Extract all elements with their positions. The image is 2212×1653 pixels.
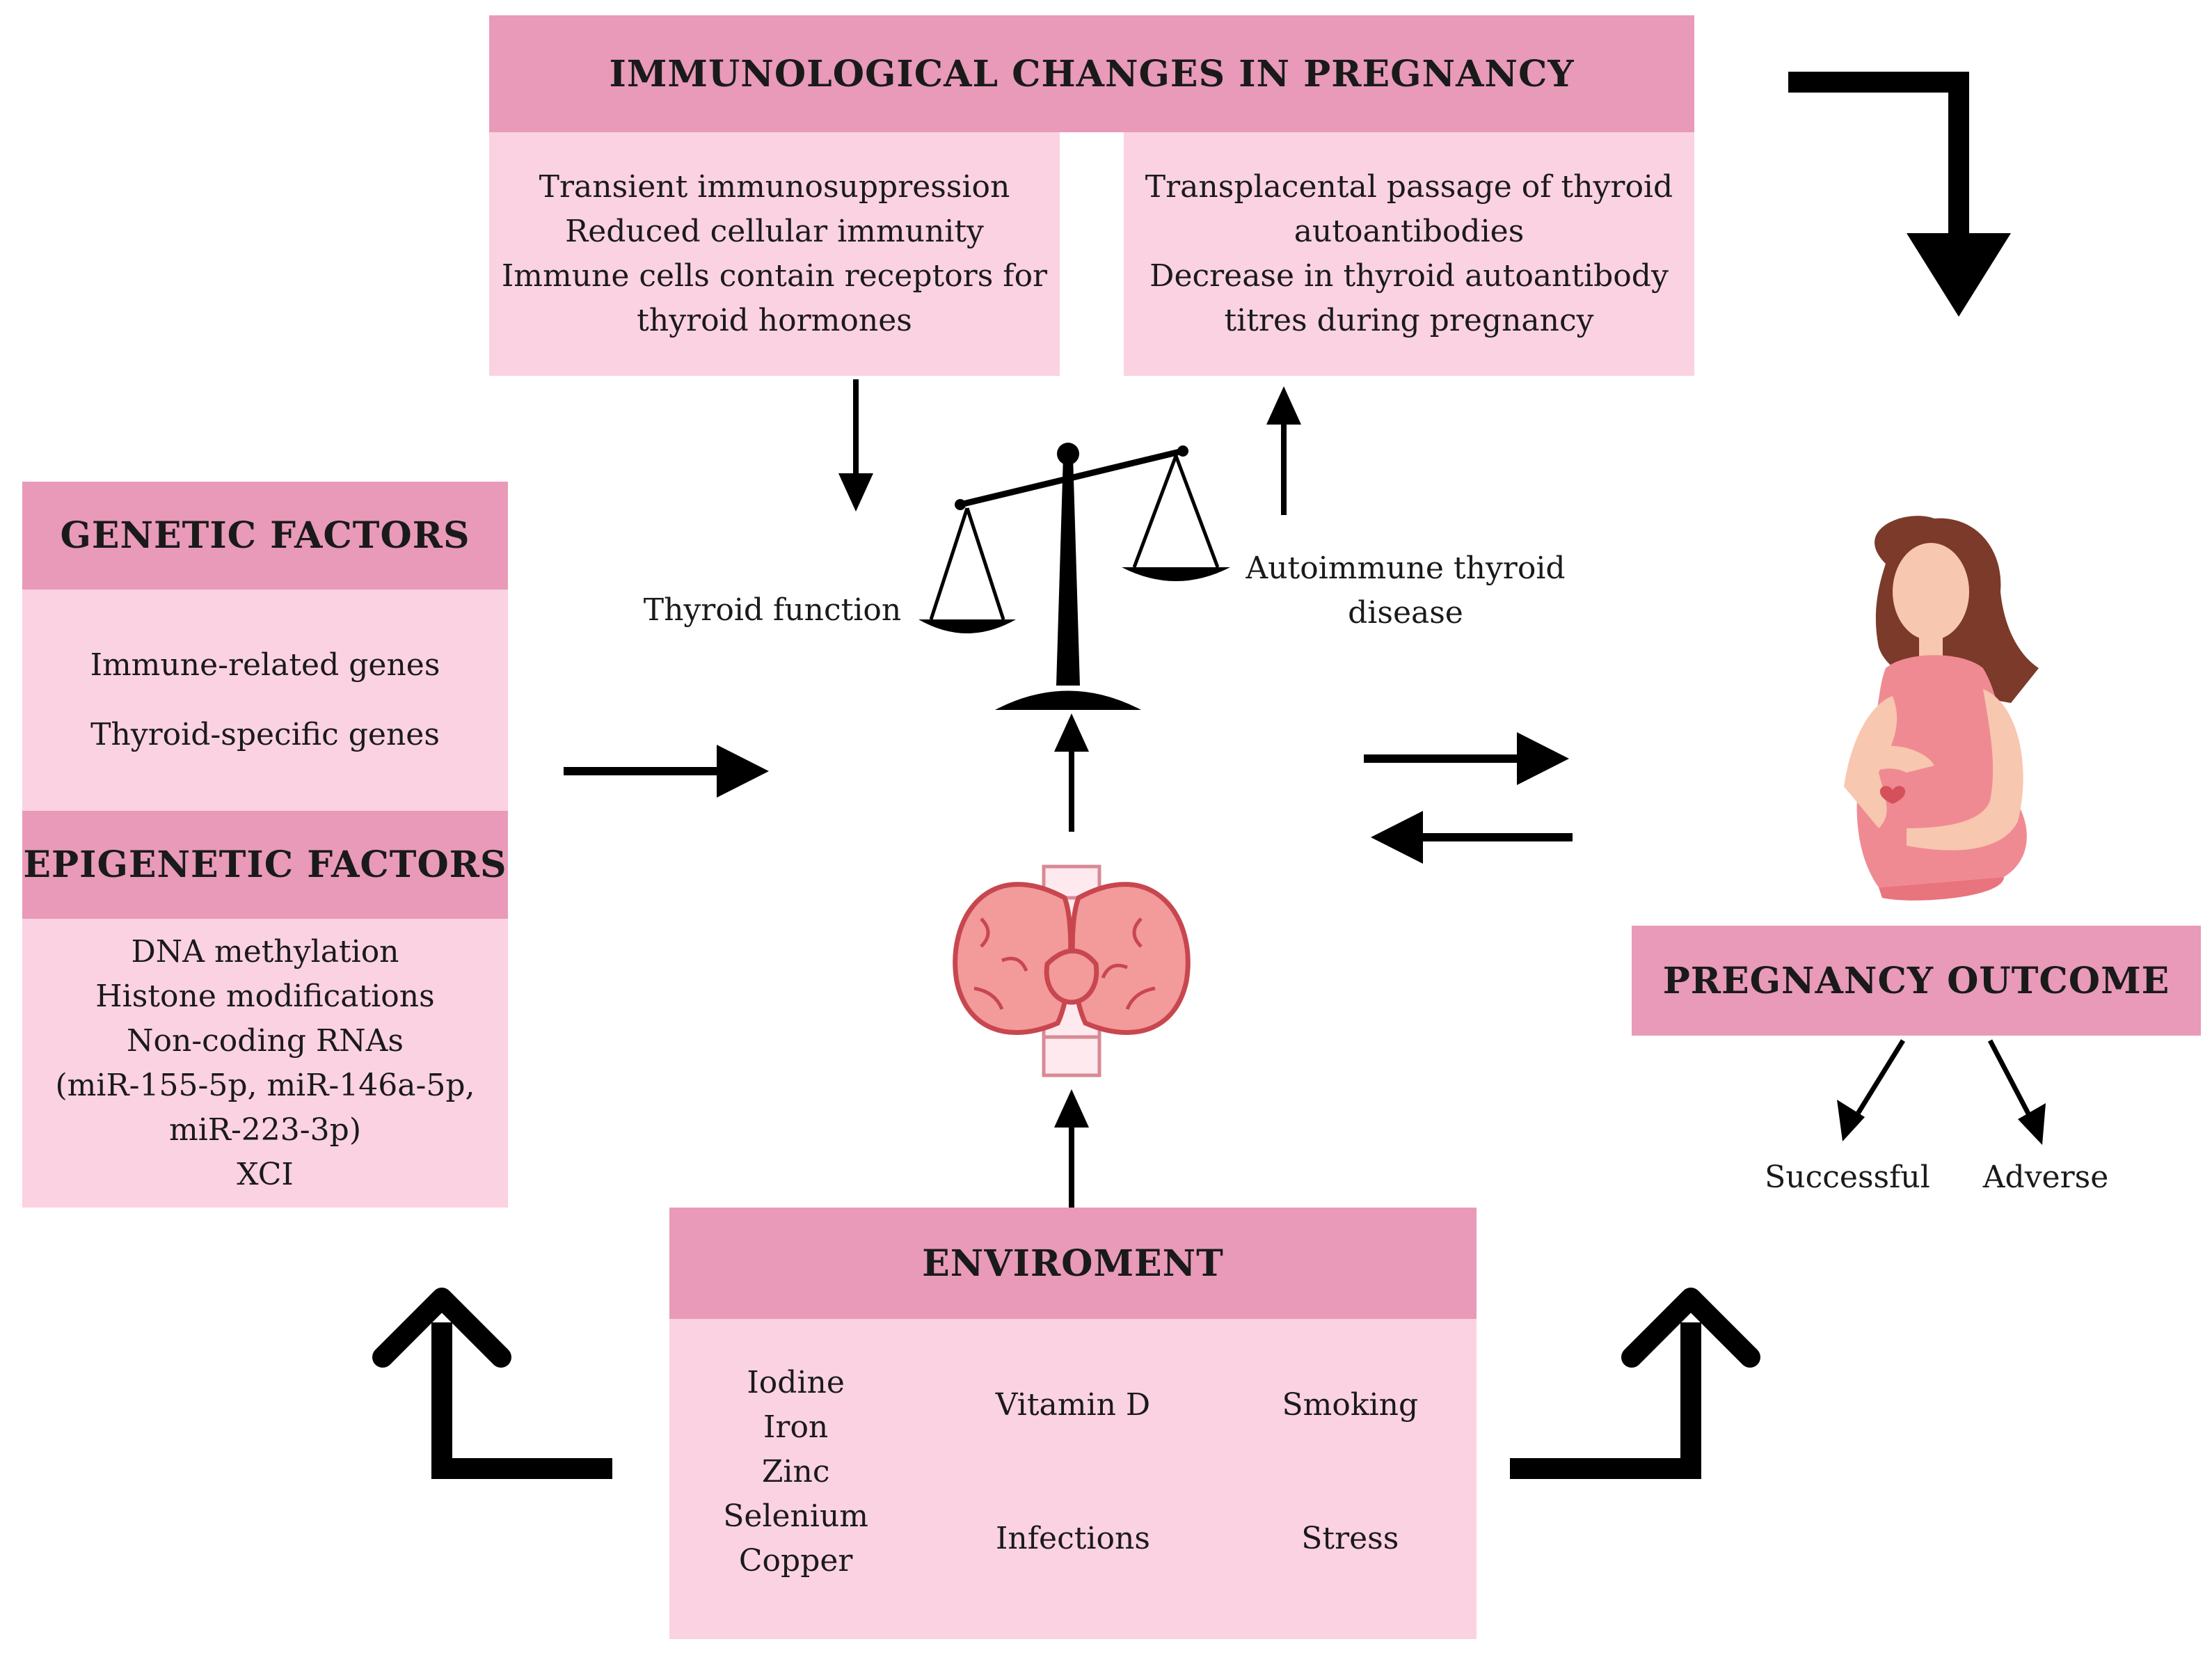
genetic-item: Immune-related genes	[90, 647, 440, 683]
adverse-label: Adverse	[1982, 1160, 2109, 1195]
arrow-genetic-to-balance	[564, 745, 769, 798]
pregnant-woman-icon	[1844, 516, 2039, 901]
immunological-left-line: Reduced cellular immunity	[565, 214, 984, 249]
environment-title: ENVIROMENT	[669, 1208, 1477, 1319]
thyroid-function-label: Thyroid function	[643, 592, 902, 628]
corner-arrow-bottom-right	[1510, 1288, 1760, 1479]
arrow-down-to-balance	[838, 379, 873, 512]
environment-box: Iodine Iron Zinc Selenium Copper Vitamin…	[669, 1319, 1477, 1639]
immunological-right-line: titres during pregnancy	[1224, 303, 1594, 338]
autoimmune-label-line: disease	[1348, 595, 1463, 631]
arrow-thyroid-to-balance	[1054, 713, 1089, 832]
environment-item: Selenium	[723, 1498, 869, 1534]
environment-item: Infections	[996, 1521, 1150, 1556]
arrow-environment-to-thyroid	[1054, 1089, 1089, 1208]
immunological-left-line: Transient immunosuppression	[539, 169, 1010, 205]
arrow-to-adverse	[1987, 1039, 2046, 1145]
environment-item: Copper	[738, 1543, 853, 1579]
pregnancy-outcome-title: PREGNANCY OUTCOME	[1632, 926, 2201, 1036]
successful-label: Successful	[1765, 1160, 1930, 1195]
environment-item: Smoking	[1282, 1387, 1419, 1423]
arrow-up-to-immunological	[1266, 386, 1301, 515]
epigenetic-box: DNA methylation Histone modifications No…	[22, 919, 508, 1208]
immunological-right-line: autoantibodies	[1294, 214, 1525, 249]
environment-item: Stress	[1301, 1521, 1399, 1556]
corner-arrow-top-right	[1788, 72, 2011, 317]
epigenetic-item: Non-coding RNAs	[126, 1022, 404, 1059]
immunological-right-box: Transplacental passage of thyroid autoan…	[1124, 132, 1694, 376]
epigenetic-item: Histone modifications	[95, 978, 435, 1014]
corner-arrow-bottom-left	[372, 1288, 612, 1479]
arrow-to-successful	[1837, 1039, 1905, 1141]
immunological-left-line: Immune cells contain receptors for	[501, 258, 1048, 294]
genetic-box: Immune-related genes Thyroid-specific ge…	[22, 590, 508, 811]
environment-item: Vitamin D	[995, 1387, 1151, 1423]
epigenetic-item: XCI	[237, 1156, 294, 1192]
autoimmune-label-line: Autoimmune thyroid	[1246, 551, 1566, 586]
autoimmune-thyroid-label: Autoimmune thyroid disease	[1232, 546, 1580, 635]
environment-item: Zinc	[761, 1454, 830, 1489]
environment-lifestyle-column: Smoking Stress	[1235, 1319, 1465, 1561]
immunological-left-box: Transient immunosuppression Reduced cell…	[489, 132, 1060, 376]
genetic-title: GENETIC FACTORS	[22, 482, 508, 590]
environment-nutrients-column: Iodine Iron Zinc Selenium Copper	[681, 1319, 911, 1583]
immunological-title: IMMUNOLOGICAL CHANGES IN PREGNANCY	[489, 15, 1694, 132]
balance-scale-icon	[918, 443, 1230, 710]
epigenetic-item: miR-223-3p)	[169, 1112, 361, 1148]
genetic-item: Thyroid-specific genes	[90, 717, 440, 752]
immunological-left-line: thyroid hormones	[637, 303, 912, 338]
arrow-to-pregnancy	[1364, 732, 1569, 785]
immunological-right-line: Decrease in thyroid autoantibody	[1149, 258, 1669, 294]
environment-item: Iron	[763, 1409, 829, 1445]
environment-factors-column: Vitamin D Infections	[934, 1319, 1212, 1561]
thyroid-gland-icon	[953, 864, 1191, 1077]
epigenetic-item: (miR-155-5p, miR-146a-5p,	[55, 1067, 475, 1103]
environment-item: Iodine	[747, 1365, 845, 1400]
arrow-from-pregnancy	[1371, 811, 1573, 864]
epigenetic-title: EPIGENETIC FACTORS	[22, 811, 508, 919]
immunological-right-line: Transplacental passage of thyroid	[1145, 169, 1673, 205]
epigenetic-item: DNA methylation	[131, 933, 399, 970]
